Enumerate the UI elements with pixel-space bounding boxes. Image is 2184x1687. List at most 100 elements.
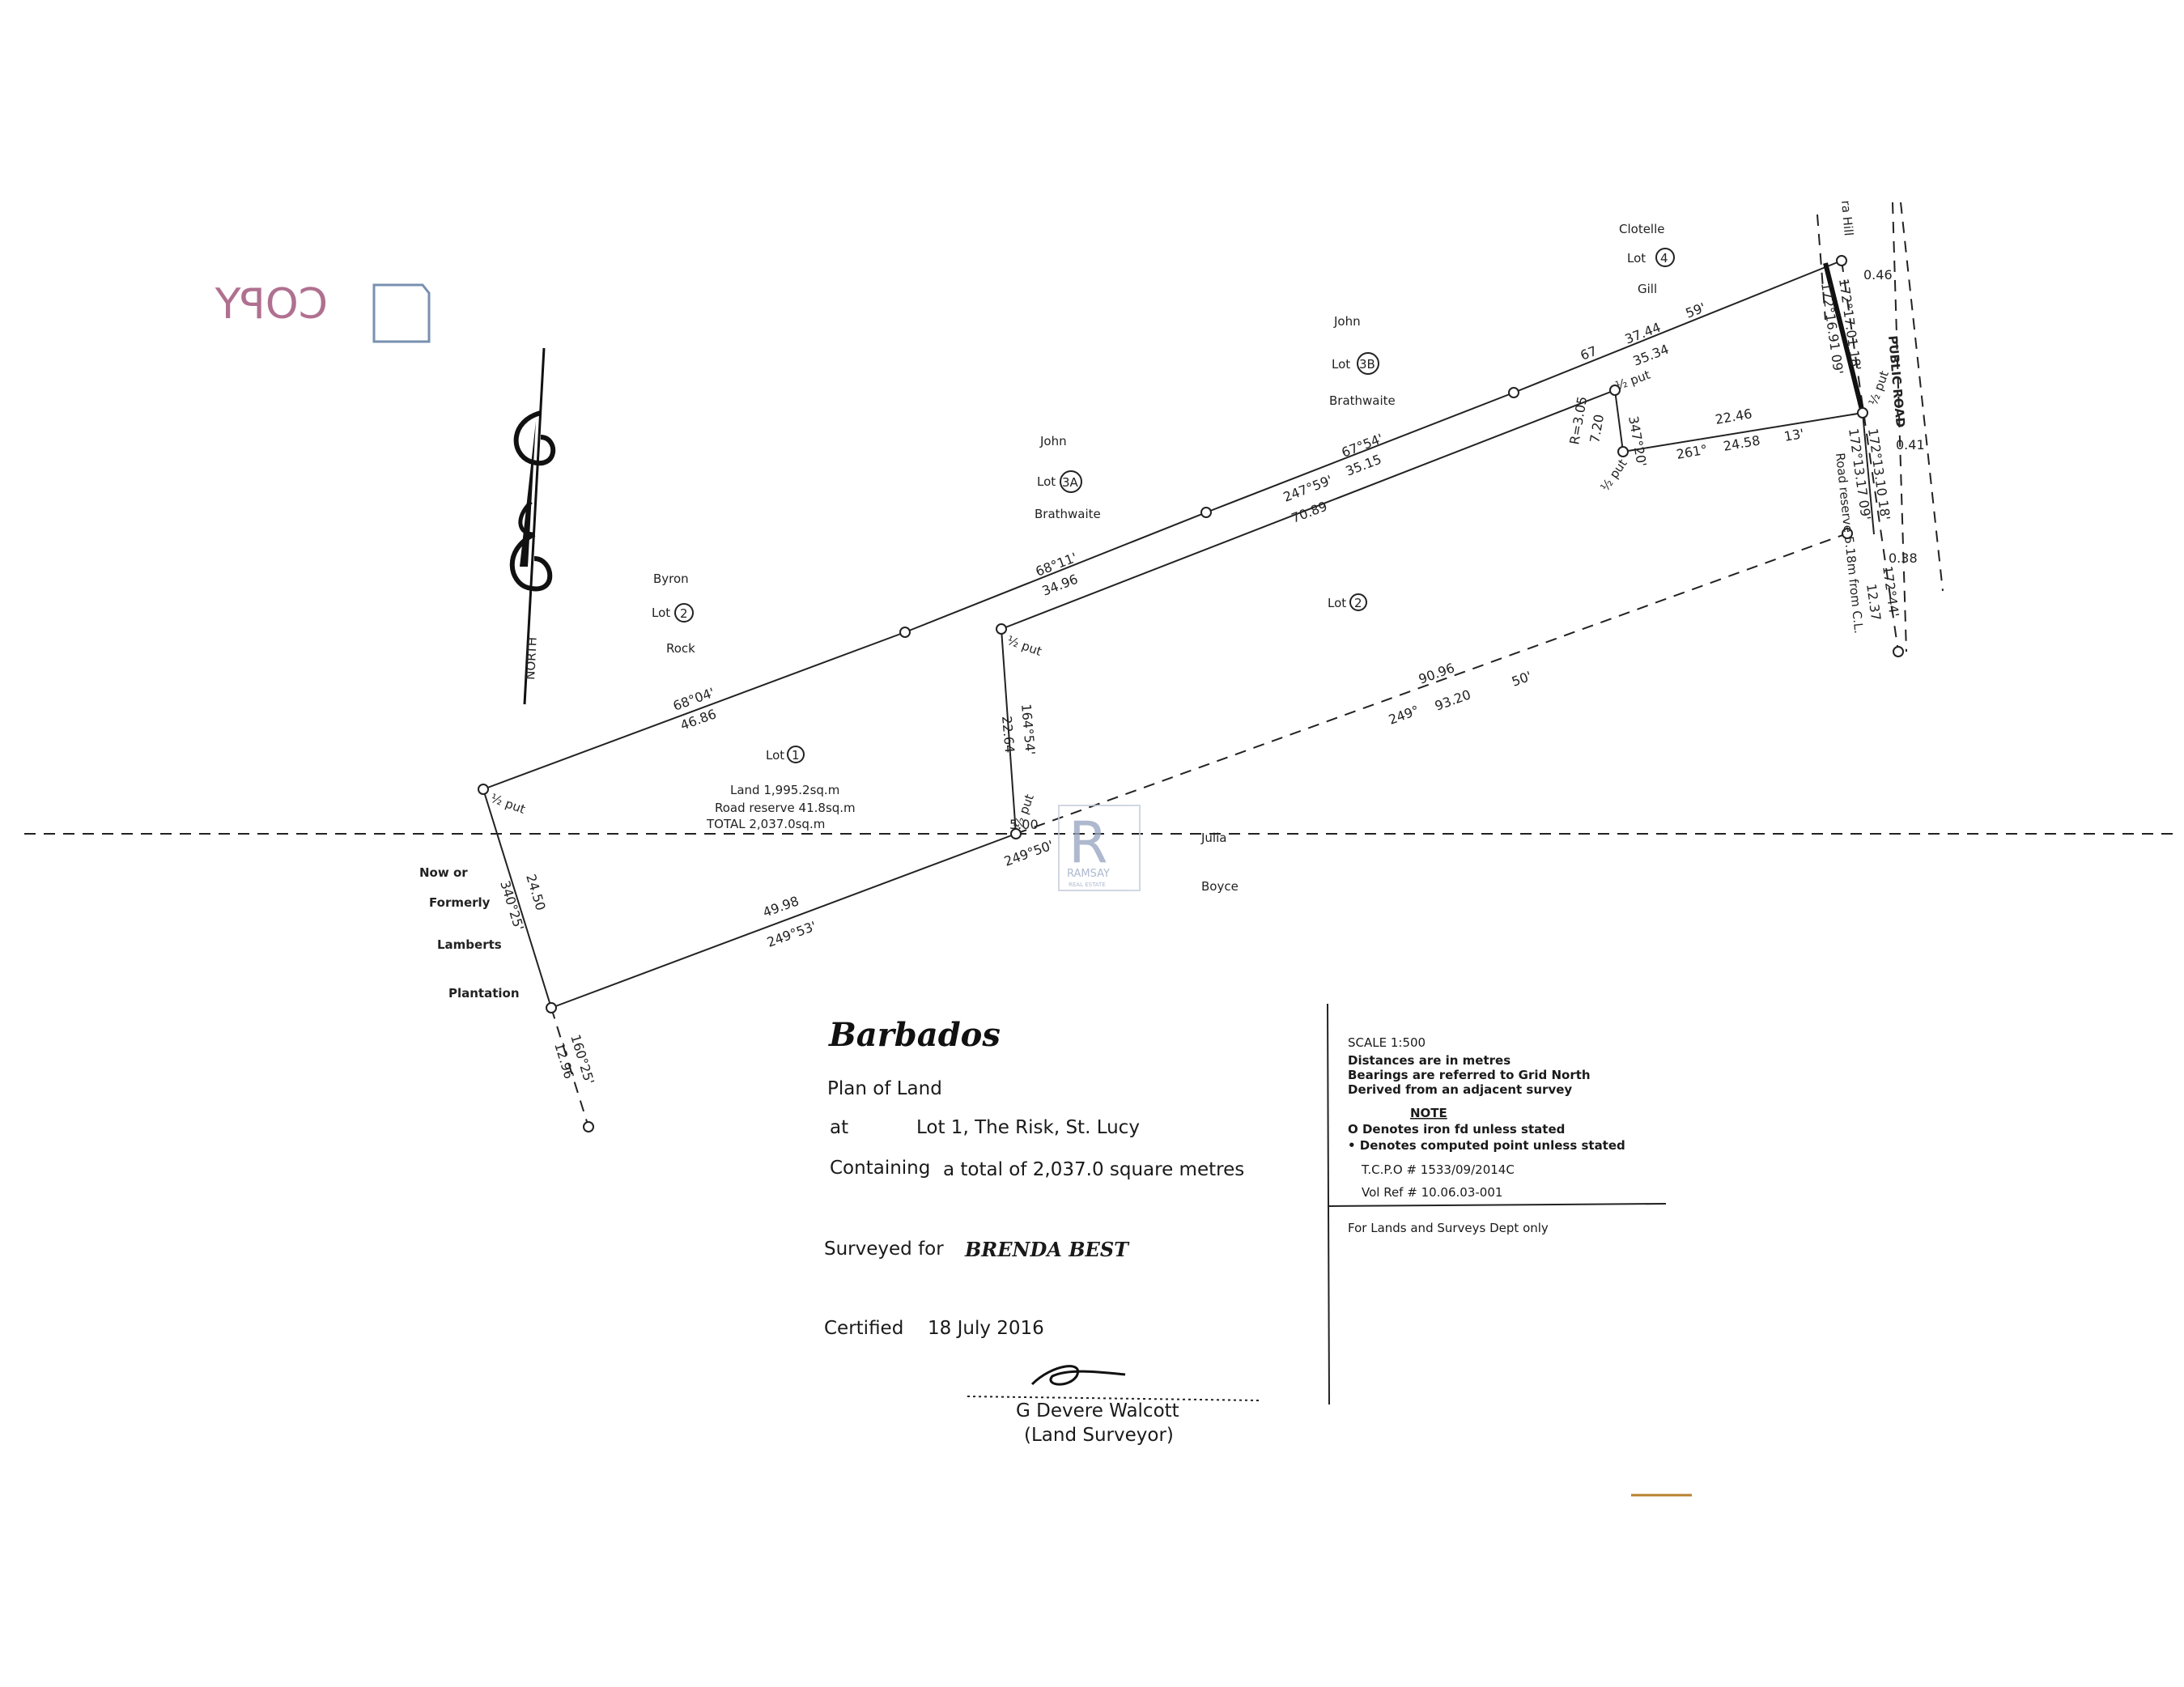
- signature-icon: [1030, 1365, 1126, 1386]
- containing-label: Containing: [830, 1158, 930, 1179]
- bearing-label: 261°: [1675, 442, 1708, 462]
- marker-icon: [1508, 387, 1519, 398]
- notes-underline: [1328, 1203, 1667, 1207]
- surveyed-value: BRENDA BEST: [964, 1238, 1130, 1261]
- dept-note: For Lands and Surveys Dept only: [1348, 1221, 1549, 1235]
- note-heading: NOTE: [1410, 1106, 1447, 1120]
- bearing-label: 50': [1510, 668, 1534, 689]
- road-dash-b: [1892, 202, 1907, 652]
- distance-label: 24.50: [523, 873, 549, 912]
- john3b-surname: Brathwaite: [1329, 393, 1396, 408]
- marker-icon: [583, 1121, 594, 1132]
- ramsay-watermark: R RAMSAY REAL ESTATE: [1058, 805, 1141, 891]
- lot1-info: Lot 1 Land 1,995.2sq.m Road reserve 41.8…: [706, 746, 856, 831]
- marker-icon: [899, 627, 911, 638]
- neighbour-labels: Clotelle Lot 4 Gill John Lot 3B Brathwai…: [419, 222, 1675, 1001]
- distance-label: 22.46: [1714, 406, 1753, 427]
- marker-icon: [1010, 828, 1022, 839]
- distance-label: 90.96: [1417, 660, 1457, 687]
- bearing-label: 13': [1782, 426, 1805, 444]
- distance-label: 24.58: [1722, 432, 1761, 454]
- road-reserve-strip: [1823, 262, 1865, 414]
- distance-label: 5.00: [1009, 817, 1039, 832]
- clotelle-lot-num: 4: [1660, 251, 1668, 266]
- at-value: Lot 1, The Risk, St. Lucy: [916, 1117, 1140, 1138]
- distance-label: 93.20: [1433, 686, 1473, 714]
- surveyor-name: G Devere Walcott: [1016, 1400, 1179, 1421]
- clotelle-lot: Lot: [1627, 251, 1646, 266]
- bearing-label: 249°53': [765, 918, 818, 950]
- inner-east-boundary: [1001, 628, 1017, 835]
- road-dash-a: [1816, 214, 1826, 321]
- distance-label: 22.64: [999, 716, 1018, 754]
- pin-label: ½ put: [1613, 368, 1652, 393]
- byron-surname: Rock: [666, 641, 695, 656]
- marker-icon: [1836, 255, 1847, 266]
- bearing-label: 59': [1684, 300, 1708, 321]
- julia-name: Julia: [1200, 831, 1226, 845]
- iron-note: O Denotes iron fd unless stated: [1348, 1122, 1565, 1137]
- surveyor-role: (Land Surveyor): [1024, 1425, 1174, 1446]
- lamberts-line4: Plantation: [448, 986, 520, 1001]
- at-label: at: [830, 1117, 848, 1138]
- marker-icon: [478, 784, 489, 795]
- pin-label: ½ put: [1005, 633, 1044, 659]
- watermark-brand: RAMSAY: [1067, 868, 1110, 880]
- stamp-box-icon: [372, 283, 431, 343]
- scale-label: SCALE 1:500: [1348, 1035, 1426, 1050]
- notes-block: SCALE 1:500 Distances are in metres Bear…: [1327, 1003, 1667, 1405]
- marker-icon: [1609, 385, 1621, 396]
- marker-icon: [1200, 507, 1212, 518]
- john3a-lot: Lot: [1037, 474, 1056, 489]
- north-label: NORTH: [523, 637, 540, 681]
- distance-label: 35.34: [1631, 342, 1672, 369]
- tcpo-ref: T.C.P.O # 1533/09/2014C: [1361, 1162, 1515, 1177]
- surveyed-label: Surveyed for: [824, 1239, 944, 1260]
- south-boundary: [550, 833, 1017, 1009]
- lot2-num: 2: [1354, 596, 1362, 610]
- boundary-markers: [478, 255, 1904, 1132]
- pin-label: ½ put: [1598, 457, 1630, 495]
- distance-label: 7.20: [1587, 413, 1607, 444]
- north-arrow-icon: NORTH: [509, 347, 556, 705]
- measurements: 68°04' 46.86 68°11' 34.96 67°54' 35.15 6…: [489, 200, 1925, 1086]
- computed-note: • Denotes computed point unless stated: [1348, 1138, 1625, 1153]
- byron-lot: Lot: [652, 606, 670, 620]
- marker-icon: [1857, 407, 1868, 419]
- bearing-label: 164°54': [1018, 703, 1038, 756]
- certified-label: Certified: [824, 1318, 903, 1339]
- bearing-label: 247°59': [1281, 472, 1335, 504]
- lot1-road-reserve: Road reserve 41.8sq.m: [715, 801, 856, 815]
- road-dash-c: [1900, 202, 1944, 592]
- distances-note: Distances are in metres: [1348, 1053, 1511, 1068]
- road-segment: [1862, 412, 1875, 535]
- lot2-dashed-boundary: [1015, 533, 1848, 835]
- lot1-num: 1: [792, 748, 800, 763]
- lamberts-line3: Lamberts: [437, 937, 502, 952]
- copy-stamp-text: COPY: [215, 280, 328, 329]
- john3b-lot: Lot: [1332, 357, 1350, 372]
- john3b-name: John: [1333, 314, 1361, 329]
- marker-icon: [546, 1002, 557, 1013]
- bearing-label: 249°50': [1002, 837, 1056, 869]
- clotelle-name: Clotelle: [1619, 222, 1665, 236]
- notes-divider: [1327, 1003, 1330, 1405]
- bearing-label: 249°: [1387, 703, 1421, 728]
- road-line-1: [1841, 260, 1899, 652]
- marker-icon: [1842, 528, 1853, 539]
- lot1-total: TOTAL 2,037.0sq.m: [706, 817, 825, 831]
- country-title: Barbados: [828, 1016, 1001, 1054]
- ramsay-logo-icon: R: [1069, 810, 1108, 876]
- bearing-label: 340°25': [497, 879, 527, 933]
- john3a-lot-num: 3A: [1062, 475, 1079, 490]
- marker-icon: [1893, 646, 1904, 657]
- offset-label: 0.41: [1896, 437, 1925, 453]
- title-block: Barbados Plan of Land at Lot 1, The Risk…: [824, 1016, 1260, 1446]
- pin-label: ½ put: [489, 791, 528, 817]
- offset-label: 0.46: [1863, 267, 1893, 283]
- west-boundary: [482, 788, 552, 1009]
- copy-stamp: COPY: [215, 280, 431, 343]
- bearing-label: 347°20': [1625, 414, 1650, 468]
- john3b-lot-num: 3B: [1359, 357, 1375, 372]
